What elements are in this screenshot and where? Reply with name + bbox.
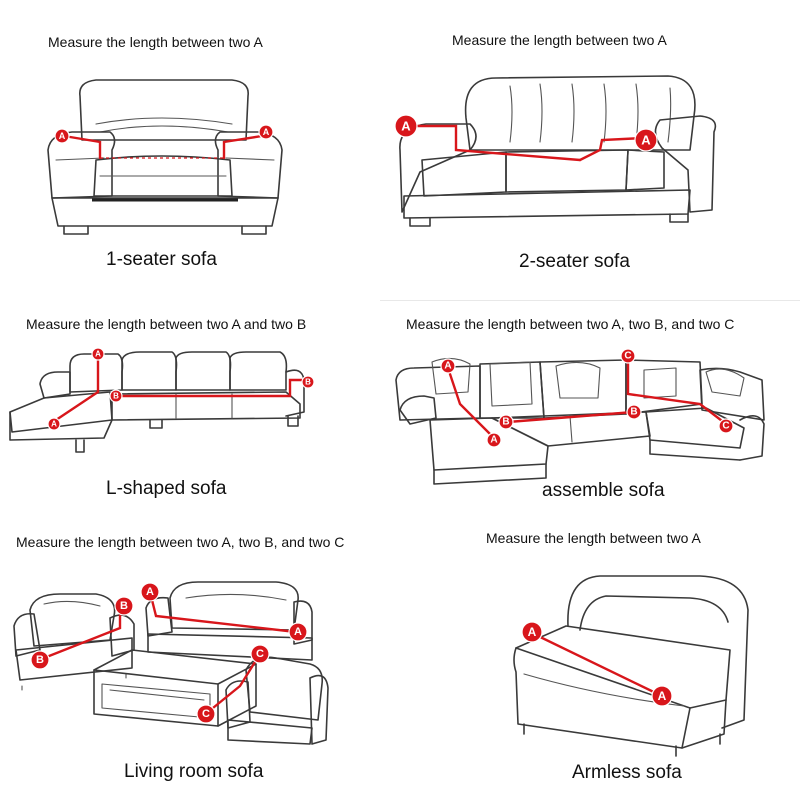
marker-a-top: A	[440, 358, 456, 374]
living-room-caption: Measure the length between two A, two B,…	[16, 534, 345, 550]
svg-text:A: A	[51, 420, 57, 429]
svg-text:A: A	[658, 689, 667, 703]
armless-caption: Measure the length between two A	[486, 530, 701, 546]
svg-text:A: A	[401, 119, 411, 134]
svg-text:A: A	[263, 127, 270, 137]
marker-a-bottom: A	[47, 417, 61, 431]
marker-a-left: A	[521, 621, 543, 643]
two-seater-caption: Measure the length between two A	[452, 32, 667, 48]
armless-label: Armless sofa	[572, 762, 682, 783]
l-shaped-caption: Measure the length between two A and two…	[26, 316, 307, 332]
marker-c-top: C	[620, 348, 636, 364]
assemble-label: assemble sofa	[542, 480, 665, 501]
svg-text:B: B	[305, 378, 311, 387]
marker-a-right: A	[258, 124, 274, 140]
svg-text:B: B	[120, 600, 128, 612]
svg-text:B: B	[502, 417, 509, 428]
svg-text:A: A	[294, 626, 302, 638]
svg-text:A: A	[59, 131, 66, 141]
svg-text:C: C	[256, 648, 264, 660]
svg-text:A: A	[95, 350, 101, 359]
svg-text:B: B	[113, 392, 119, 401]
marker-c-bottom: C	[196, 704, 216, 724]
marker-a-left: A	[54, 128, 70, 144]
svg-text:C: C	[624, 351, 631, 362]
l-shaped-label: L-shaped sofa	[106, 478, 227, 499]
svg-text:A: A	[146, 586, 154, 598]
row-divider-1	[380, 300, 800, 301]
svg-text:B: B	[36, 654, 44, 666]
two-seater-label: 2-seater sofa	[519, 251, 630, 272]
marker-a-left: A	[394, 114, 418, 138]
marker-b-bottom: B	[30, 650, 50, 670]
living-room-label: Living room sofa	[124, 761, 264, 782]
assemble-caption: Measure the length between two A, two B,…	[406, 316, 735, 332]
marker-b-left: B	[109, 389, 123, 403]
one-seater-caption: Measure the length between two A	[48, 34, 263, 50]
marker-b-right: B	[301, 375, 315, 389]
marker-c-top: C	[250, 644, 270, 664]
marker-a-bottom: A	[486, 432, 502, 448]
svg-text:C: C	[202, 708, 210, 720]
marker-c-bottom: C	[718, 418, 734, 434]
marker-a-right: A	[651, 685, 673, 707]
svg-text:A: A	[490, 435, 497, 446]
svg-text:A: A	[528, 625, 537, 639]
one-seater-label: 1-seater sofa	[106, 249, 217, 270]
svg-text:C: C	[722, 421, 729, 432]
svg-text:A: A	[444, 361, 451, 372]
marker-b-top: B	[114, 596, 134, 616]
marker-a-top: A	[91, 347, 105, 361]
marker-a-bottom: A	[288, 622, 308, 642]
marker-b-left: B	[498, 414, 514, 430]
marker-a-right: A	[634, 128, 658, 152]
svg-text:B: B	[630, 407, 637, 418]
marker-b-right: B	[626, 404, 642, 420]
svg-text:A: A	[641, 133, 651, 148]
marker-a-top: A	[140, 582, 160, 602]
